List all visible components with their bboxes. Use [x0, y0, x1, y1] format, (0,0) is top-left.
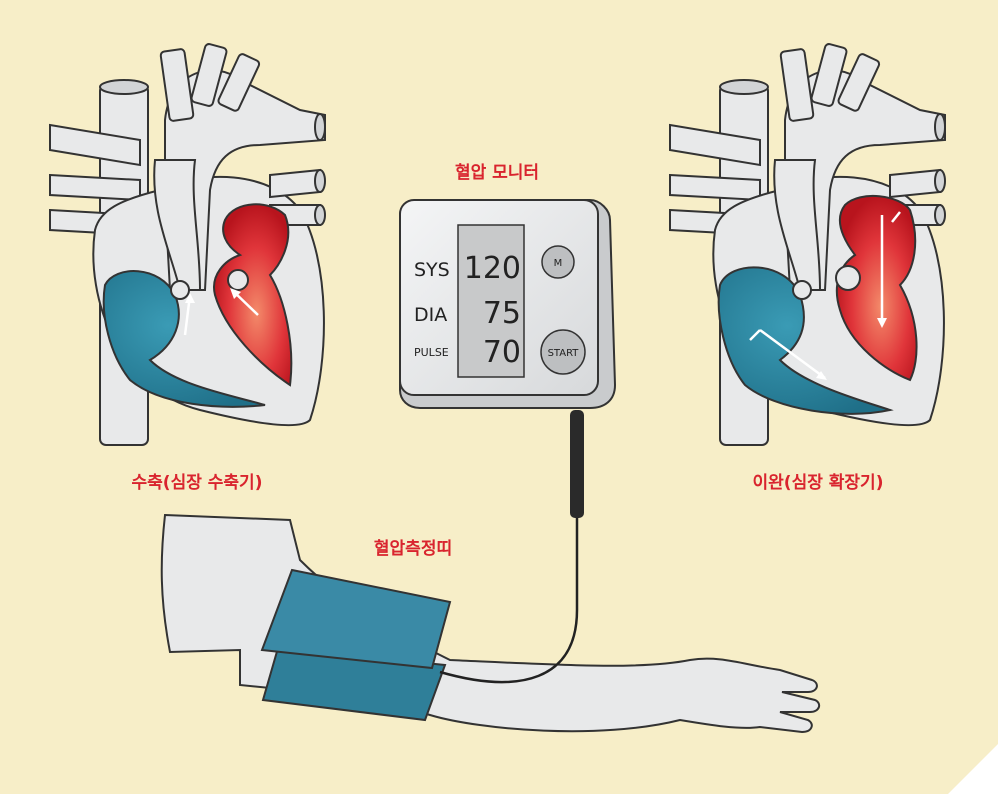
dia-label: DIA — [414, 304, 447, 326]
pulse-label: PULSE — [414, 346, 449, 359]
diastole-label: 이완(심장 확장기) — [753, 468, 884, 493]
cuff-label: 혈압측정띠 — [374, 534, 452, 559]
m-button-label: M — [554, 258, 563, 269]
monitor-label: 혈압 모니터 — [455, 158, 539, 183]
sys-value: 120 — [464, 251, 521, 286]
sys-label: SYS — [414, 259, 450, 281]
hose-connector — [570, 410, 584, 518]
systole-label: 수축(심장 수축기) — [132, 468, 263, 493]
pulse-value: 70 — [483, 335, 521, 370]
start-button-label: START — [548, 348, 580, 359]
dia-value: 75 — [483, 296, 521, 331]
